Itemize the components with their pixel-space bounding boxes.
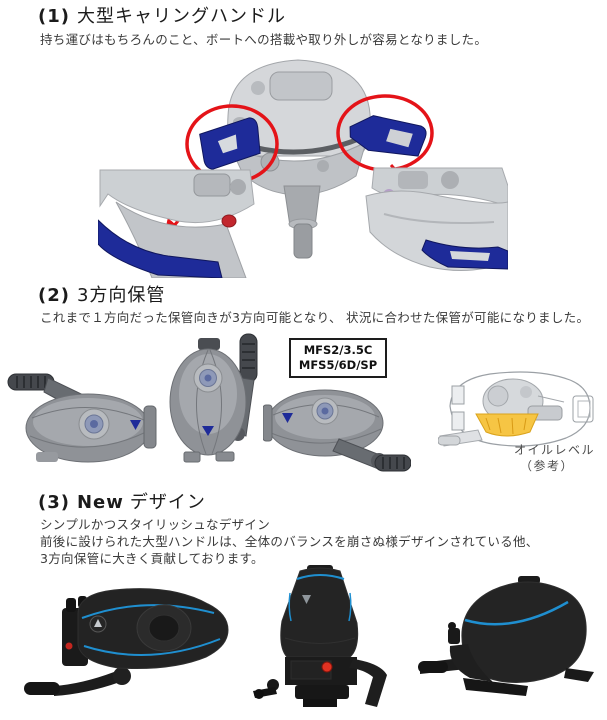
- section-2-body: これまで１方向だった保管向きが3方向可能となり、 状況に合わせた保管が可能になり…: [40, 310, 590, 325]
- figure-carrying-handle: [98, 59, 508, 278]
- tiller-handle: [24, 667, 131, 696]
- mount-bracket: [253, 657, 387, 707]
- detail-inset-right: [365, 167, 508, 271]
- mount-base: [463, 668, 594, 696]
- motor-body-side: [263, 389, 384, 457]
- section-3-number: (3): [38, 492, 70, 513]
- section-1-title: 大型キャリングハンドル: [76, 6, 286, 27]
- motor-body: [280, 565, 359, 658]
- engine-sketch: [482, 378, 565, 424]
- red-button: [321, 661, 333, 673]
- accent-stripe: [288, 592, 292, 622]
- motor-body-side: [25, 393, 157, 463]
- accent-stripe: [81, 604, 215, 619]
- figure-oil-level-diagram: [438, 371, 594, 447]
- section-3-title: デザイン: [129, 492, 206, 513]
- model-label-line1: MFS2/3.5C: [303, 343, 373, 357]
- tiller-sketch: [438, 429, 483, 447]
- section-3-title-en: New: [76, 492, 124, 513]
- photo-motor-side-view: [418, 576, 594, 696]
- oil-level-caption: オイルレベル （参考）: [514, 442, 595, 474]
- accent-stripe: [464, 600, 569, 626]
- section-2-heading: (2) 3方向保管: [38, 281, 165, 307]
- carry-handle-right: [349, 115, 427, 157]
- tiller-handle: [332, 438, 411, 472]
- oil-caption-line1: オイルレベル: [514, 443, 596, 457]
- section-1-number: (1): [38, 6, 70, 27]
- section-2-title: 3方向保管: [76, 285, 166, 306]
- brand-mark-icon: [202, 426, 214, 436]
- detail-inset-left: [98, 169, 255, 278]
- brand-mark-icon: [302, 595, 311, 604]
- photo-motor-top-view: [24, 588, 229, 696]
- brand-mark-icon: [94, 619, 102, 627]
- section-2-number: (2): [38, 285, 70, 306]
- oil-level-highlight: [475, 413, 539, 437]
- section-1-heading: (1) 大型キャリングハンドル: [38, 2, 286, 28]
- motor-body-upright: [169, 338, 247, 463]
- motor-body: [77, 588, 229, 670]
- section-3-body-line3: 3方向保管に大きく貢献しております。: [40, 551, 264, 566]
- section-1-body: 持ち運びはもちろんのこと、ボートへの搭載や取り外しが容易となりました。: [40, 32, 488, 47]
- model-label-box: MFS2/3.5C MFS5/6D/SP: [289, 338, 387, 378]
- photo-motor-front-view: [253, 565, 387, 707]
- section-3-body-line1: シンプルかつスタイリッシュなデザイン: [40, 517, 271, 532]
- brand-mark-icon: [282, 413, 293, 423]
- red-button: [221, 214, 237, 228]
- accent-stripe: [296, 574, 345, 580]
- section-3-body-line2: 前後に設けられた大型ハンドルは、全体のバランスを崩さぬ様デザインされている他、: [40, 534, 539, 549]
- model-label-line2: MFS5/6D/SP: [298, 358, 378, 372]
- figure-storage-side-right: [263, 389, 411, 472]
- figure-storage-side-left: [7, 373, 157, 463]
- accent-stripe: [83, 638, 221, 656]
- figure-storage-upright: [169, 333, 258, 463]
- accent-stripe: [348, 592, 352, 622]
- cad-motor-top-view: [225, 59, 372, 259]
- tiller-handle: [349, 659, 387, 707]
- brand-mark-icon: [130, 420, 141, 430]
- carry-handle-left: [199, 117, 261, 170]
- red-button: [65, 642, 73, 650]
- oil-caption-line2: （参考）: [520, 459, 575, 473]
- motor-body: [448, 576, 587, 684]
